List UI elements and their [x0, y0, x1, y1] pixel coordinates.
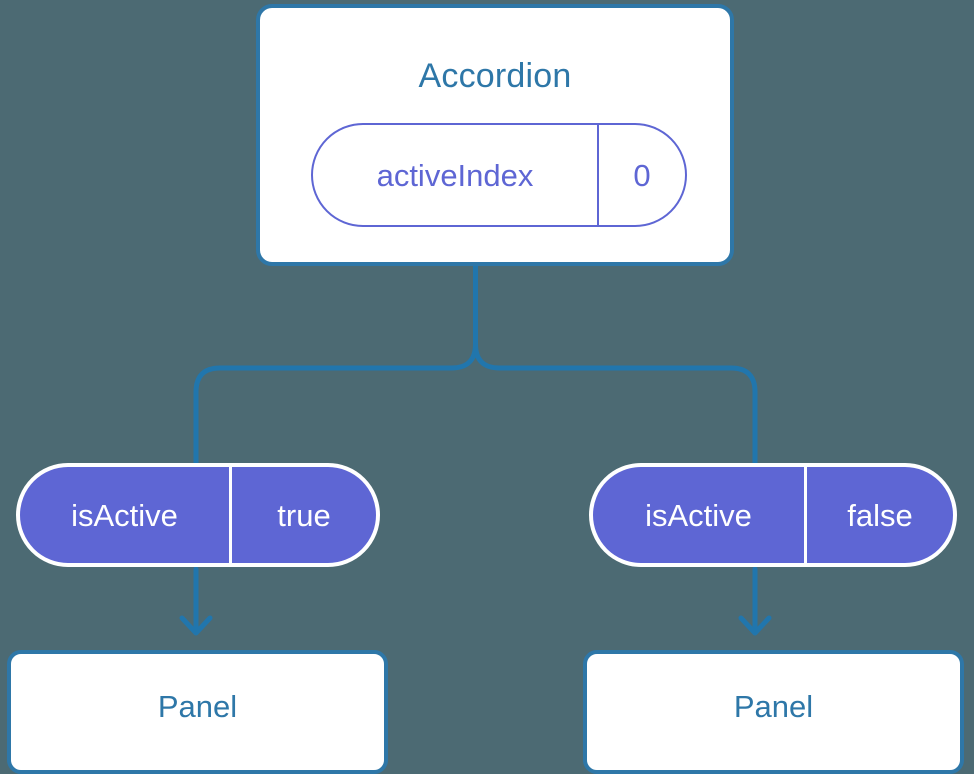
- accordion-prop-key: activeIndex: [313, 125, 599, 225]
- branch-prop-pill-left[interactable]: isActive true: [16, 463, 380, 567]
- panel-title-right: Panel: [733, 688, 814, 724]
- accordion-node[interactable]: Accordion activeIndex 0: [256, 4, 734, 266]
- arrow-right-head-icon: [738, 615, 772, 636]
- accordion-title: Accordion: [418, 57, 572, 95]
- branch-prop-value-left: true: [277, 497, 331, 533]
- accordion-prop-value: 0: [633, 157, 651, 193]
- panel-node-right[interactable]: Panel: [583, 650, 964, 774]
- branch-prop-key-left: isActive: [20, 467, 232, 563]
- panel-node-left[interactable]: Panel: [7, 650, 388, 774]
- branch-prop-pill-right[interactable]: isActive false: [589, 463, 957, 567]
- branch-prop-value-right: false: [847, 497, 913, 533]
- accordion-prop-pill[interactable]: activeIndex 0: [311, 123, 687, 227]
- connector-right-branch: [473, 263, 758, 466]
- arrow-left-head-icon: [179, 615, 213, 636]
- panel-title-left: Panel: [157, 688, 238, 724]
- branch-prop-key-right: isActive: [593, 467, 807, 563]
- connector-left-branch: [193, 263, 478, 466]
